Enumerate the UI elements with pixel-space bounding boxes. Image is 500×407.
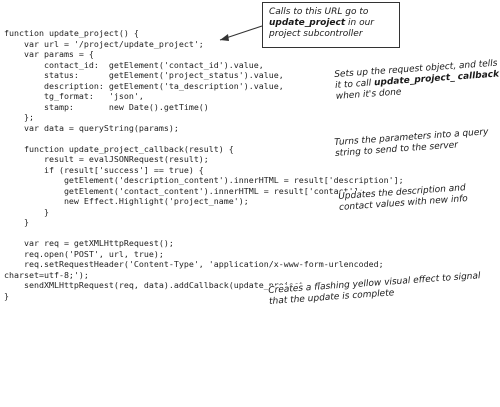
code-line: charset=utf-8;'); [4,269,89,280]
code-line: } [4,217,29,227]
code-line: var data = queryString(params); [4,122,179,133]
code-line: result = evalJSONRequest(result); [4,154,209,164]
code-line: }; [4,112,34,122]
code-line: new Effect.Highlight('project_name'); [4,196,249,206]
code-line: getElement('contact_content').innerHTML … [4,185,364,196]
code-line: function update_project() { [4,28,139,38]
code-line [4,228,500,239]
code-line: getElement('description_content').innerH… [4,175,404,185]
code-line: stamp: new Date().getTime() [4,101,209,112]
code-line: var params = { [4,49,94,59]
code-line: sendXMLHttpRequest(req, data).addCallbac… [4,280,359,290]
url-callout-box: Calls to this URL go to update_project i… [262,2,400,48]
code-line: if (result['success'] == true) { [4,164,204,175]
code-line: } [4,290,9,301]
code-line: contact_id: getElement('contact_id').val… [4,59,264,70]
code-listing: function update_project() { var url = '/… [4,28,500,301]
code-line: } [4,206,49,217]
code-line: var url = '/project/update_project'; [4,38,204,49]
code-line: var req = getXMLHttpRequest(); [4,238,174,248]
url-annotation: Calls to this URL go to update_project i… [269,7,375,39]
code-line: status: getElement('project_status').val… [4,70,284,80]
code-line: req.open('POST', url, true); [4,248,164,259]
code-line: tg_format: 'json', [4,91,144,101]
code-line: req.setRequestHeader('Content-Type', 'ap… [4,259,384,269]
code-line: description: getElement('ta_description'… [4,80,284,91]
code-line: function update_project_callback(result)… [4,143,234,154]
